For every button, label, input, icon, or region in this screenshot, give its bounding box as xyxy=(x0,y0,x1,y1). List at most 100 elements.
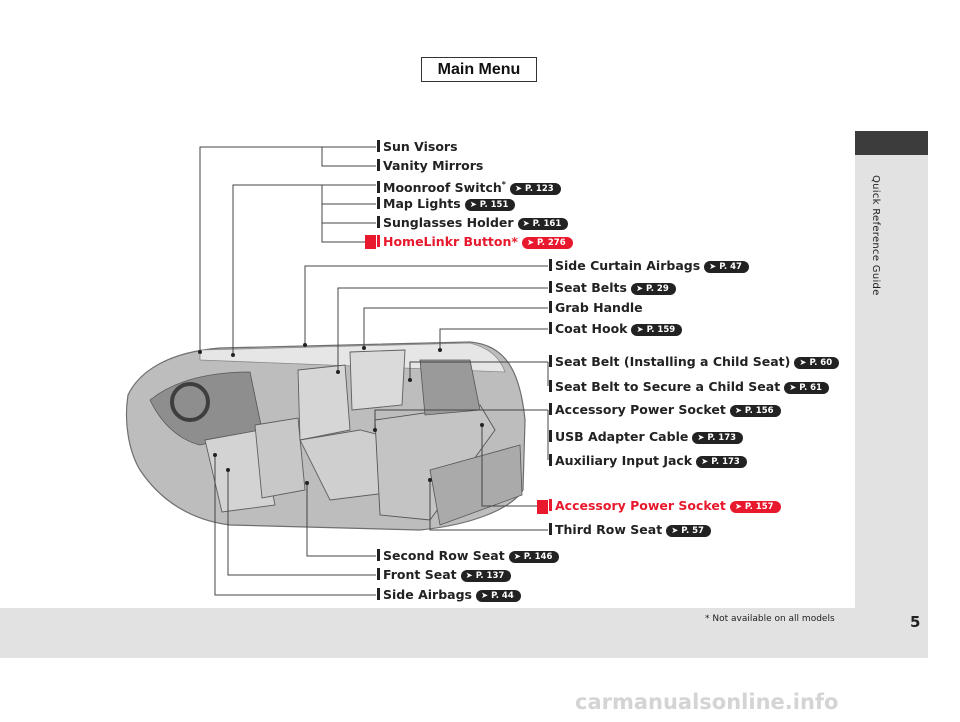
callout-bar xyxy=(549,322,552,334)
callout-homelink-button[interactable]: HomeLinkr Button*➤ P. 276 xyxy=(377,234,573,250)
callout-bar xyxy=(377,159,380,171)
callout-label: Third Row Seat xyxy=(555,522,663,537)
page-ref-text: P. 151 xyxy=(479,200,509,210)
main-menu-button[interactable]: Main Menu xyxy=(421,57,537,82)
page-ref-text: P. 44 xyxy=(491,591,514,601)
callout-label: Grab Handle xyxy=(555,300,643,315)
callout-label: USB Adapter Cable xyxy=(555,429,689,444)
page-ref-link[interactable]: ➤ P. 60 xyxy=(794,357,840,369)
page-ref-link[interactable]: ➤ P. 137 xyxy=(460,570,512,582)
callout-side-curtain-airbags[interactable]: Side Curtain Airbags➤ P. 47 xyxy=(549,258,749,274)
callout-bar xyxy=(377,181,380,193)
page-ref-link[interactable]: ➤ P. 156 xyxy=(729,405,781,417)
callout-label: Second Row Seat xyxy=(383,548,505,563)
callout-moonroof-switch[interactable]: Moonroof Switch*➤ P. 123 xyxy=(377,177,561,195)
page-ref-text: P. 161 xyxy=(532,219,562,229)
page-ref-text: P. 173 xyxy=(707,433,737,443)
callout-seat-belts[interactable]: Seat Belts➤ P. 29 xyxy=(549,280,676,296)
callout-label: Map Lights xyxy=(383,196,461,211)
callout-third-row-seat[interactable]: Third Row Seat➤ P. 57 xyxy=(549,522,711,538)
callout-label: Sun Visors xyxy=(383,139,458,154)
page-ref-link[interactable]: ➤ P. 276 xyxy=(521,237,573,249)
side-tab-label[interactable]: Quick Reference Guide xyxy=(870,175,881,296)
callout-bar xyxy=(549,430,552,442)
side-tab[interactable] xyxy=(855,131,928,658)
callout-bar xyxy=(549,380,552,392)
page-ref-link[interactable]: ➤ P. 146 xyxy=(508,551,560,563)
page-ref-text: P. 60 xyxy=(809,358,833,368)
callout-second-row-seat[interactable]: Second Row Seat➤ P. 146 xyxy=(377,548,560,564)
not-all-models-star: * xyxy=(501,180,506,189)
page-ref-text: P. 173 xyxy=(711,457,740,467)
page-ref-text: P. 159 xyxy=(646,325,676,335)
car-cutaway-drawing xyxy=(125,341,526,531)
callout-bar xyxy=(377,197,380,209)
callout-label: Side Airbags xyxy=(383,587,472,602)
callout-label: Side Curtain Airbags xyxy=(555,258,701,273)
callout-bar xyxy=(549,454,552,466)
page-ref-link[interactable]: ➤ P. 57 xyxy=(666,525,711,537)
callout-sun-visors[interactable]: Sun Visors xyxy=(377,139,458,155)
bottom-band xyxy=(0,608,928,658)
page-ref-text: P. 47 xyxy=(719,262,742,272)
callout-bar xyxy=(549,259,552,271)
callout-bar xyxy=(549,281,552,293)
callout-seat-belt-child-seat[interactable]: Seat Belt (Installing a Child Seat)➤ P. … xyxy=(549,354,840,370)
callout-bar xyxy=(377,568,380,580)
callout-accessory-power-socket-rear[interactable]: Accessory Power Socket➤ P. 157 xyxy=(549,498,781,514)
page-ref-link[interactable]: ➤ P. 161 xyxy=(517,218,569,230)
callout-bar xyxy=(377,549,380,561)
page-ref-link[interactable]: ➤ P. 173 xyxy=(692,432,744,444)
optional-marker xyxy=(365,235,376,249)
page-ref-link[interactable]: ➤ P. 157 xyxy=(729,501,781,513)
callout-bar xyxy=(377,140,380,152)
callout-label: Sunglasses Holder xyxy=(383,215,514,230)
page-ref-link[interactable]: ➤ P. 47 xyxy=(704,261,749,273)
callout-bar xyxy=(549,355,552,367)
callout-auxiliary-input-jack[interactable]: Auxiliary Input Jack➤ P. 173 xyxy=(549,453,747,469)
page-ref-link[interactable]: ➤ P. 159 xyxy=(631,324,683,336)
page-ref-link[interactable]: ➤ P. 173 xyxy=(696,456,747,468)
callout-bar xyxy=(377,235,380,247)
anchor-dots xyxy=(198,343,484,485)
callout-sunglasses-holder[interactable]: Sunglasses Holder➤ P. 161 xyxy=(377,215,569,231)
callout-label: Seat Belt to Secure a Child Seat xyxy=(555,379,781,394)
page-ref-link[interactable]: ➤ P. 44 xyxy=(475,590,521,602)
page-ref-text: P. 61 xyxy=(799,383,822,393)
callout-bar xyxy=(377,216,380,228)
callout-vanity-mirrors[interactable]: Vanity Mirrors xyxy=(377,158,483,174)
callout-bar xyxy=(549,301,552,313)
page-ref-link[interactable]: ➤ P. 61 xyxy=(784,382,829,394)
callout-grab-handle[interactable]: Grab Handle xyxy=(549,300,643,316)
callout-usb-adapter-cable[interactable]: USB Adapter Cable➤ P. 173 xyxy=(549,429,744,445)
page-number: 5 xyxy=(910,613,921,631)
page-ref-link[interactable]: ➤ P. 29 xyxy=(630,283,676,295)
callout-side-airbags[interactable]: Side Airbags➤ P. 44 xyxy=(377,587,521,603)
page-ref-link[interactable]: ➤ P. 151 xyxy=(464,199,516,211)
page-ref-link[interactable]: ➤ P. 123 xyxy=(509,183,561,195)
callout-coat-hook[interactable]: Coat Hook➤ P. 159 xyxy=(549,321,683,337)
callout-accessory-power-socket[interactable]: Accessory Power Socket➤ P. 156 xyxy=(549,402,781,418)
callout-label: Coat Hook xyxy=(555,321,628,336)
callout-label: Accessory Power Socket xyxy=(555,402,726,417)
callout-bar xyxy=(377,588,380,600)
callout-map-lights[interactable]: Map Lights➤ P. 151 xyxy=(377,196,516,212)
callout-label: Vanity Mirrors xyxy=(383,158,484,173)
callout-label: Moonroof Switch xyxy=(383,180,502,195)
callout-label: Front Seat xyxy=(383,567,457,582)
footnote: * Not available on all models xyxy=(705,614,835,624)
page-ref-text: P. 156 xyxy=(744,406,774,416)
callout-label: Seat Belts xyxy=(555,280,627,295)
page-ref-text: P. 276 xyxy=(537,238,566,248)
callout-seat-belt-secure-child-seat[interactable]: Seat Belt to Secure a Child Seat➤ P. 61 xyxy=(549,379,829,395)
page-ref-text: P. 57 xyxy=(681,526,704,536)
callout-label: Auxiliary Input Jack xyxy=(555,453,693,468)
callout-front-seat[interactable]: Front Seat➤ P. 137 xyxy=(377,567,512,583)
side-tab-header xyxy=(855,131,928,155)
page-ref-text: P. 146 xyxy=(523,552,553,562)
callout-bar xyxy=(549,403,552,415)
callout-label: HomeLinkr Button* xyxy=(383,234,518,249)
optional-marker xyxy=(537,500,548,514)
page-ref-text: P. 137 xyxy=(475,571,505,581)
page-ref-text: P. 157 xyxy=(744,502,774,512)
